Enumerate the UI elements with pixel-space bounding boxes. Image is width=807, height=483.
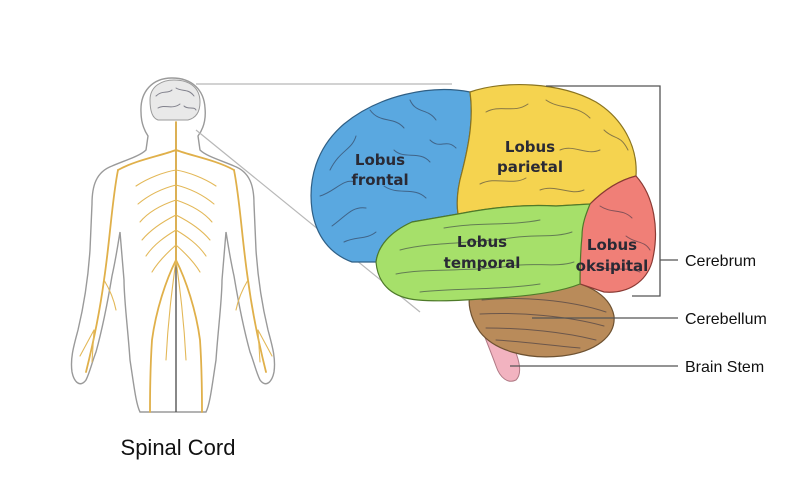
frontal-label-line2: frontal <box>351 171 408 189</box>
cerebellum-label: Cerebellum <box>685 311 767 328</box>
temporal-label-line2: temporal <box>444 254 521 272</box>
head-brain-icon <box>150 80 200 120</box>
spinal-cord-label: Spinal Cord <box>121 435 236 460</box>
frontal-label-line1: Lobus <box>355 151 405 169</box>
cerebrum-label: Cerebrum <box>685 253 756 270</box>
brain-diagram: Lobus frontal Lobus parietal Lobus tempo… <box>311 85 655 382</box>
occipital-label-line1: Lobus <box>587 236 637 254</box>
parietal-label-line2: parietal <box>497 158 563 176</box>
brain-stem-label: Brain Stem <box>685 359 764 376</box>
temporal-label-line1: Lobus <box>457 233 507 251</box>
human-body-figure <box>71 78 274 412</box>
occipital-label-line2: oksipital <box>576 257 649 275</box>
parietal-label-line1: Lobus <box>505 138 555 156</box>
